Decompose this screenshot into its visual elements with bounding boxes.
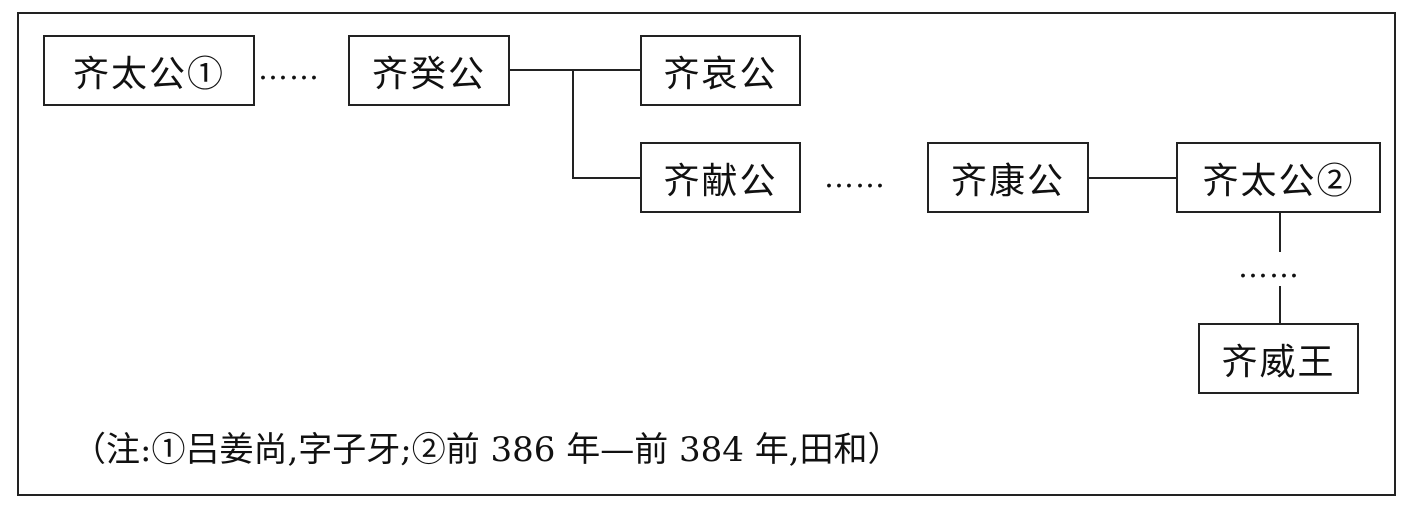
node-qi-taigong-1: 齐太公① [43, 35, 255, 106]
node-qi-kanggong: 齐康公 [927, 142, 1089, 213]
node-qi-aigong: 齐哀公 [640, 35, 801, 106]
connector-kanggong-taigong2 [1087, 177, 1178, 179]
footnote: （注:①吕姜尚,字子牙;②前 386 年—前 384 年,田和） [72, 430, 902, 470]
connector-taigong2-down [1279, 212, 1281, 252]
node-qi-guigong: 齐癸公 [348, 35, 510, 106]
ellipsis-taigong2-weiwang: …… [1238, 250, 1300, 285]
node-qi-weiwang: 齐威王 [1198, 323, 1359, 394]
connector-branch-vertical [572, 69, 574, 179]
connector-branch-xiangong [572, 177, 642, 179]
node-qi-xiangong: 齐献公 [640, 142, 801, 213]
node-qi-taigong-2: 齐太公② [1176, 142, 1381, 213]
connector-guigong-aigong [508, 69, 642, 71]
ellipsis-taigong1-guigong: …… [258, 52, 320, 87]
connector-ellipsis-weiwang [1279, 286, 1281, 324]
diagram-frame [17, 12, 1396, 496]
ellipsis-xiangong-kanggong: …… [824, 160, 886, 195]
